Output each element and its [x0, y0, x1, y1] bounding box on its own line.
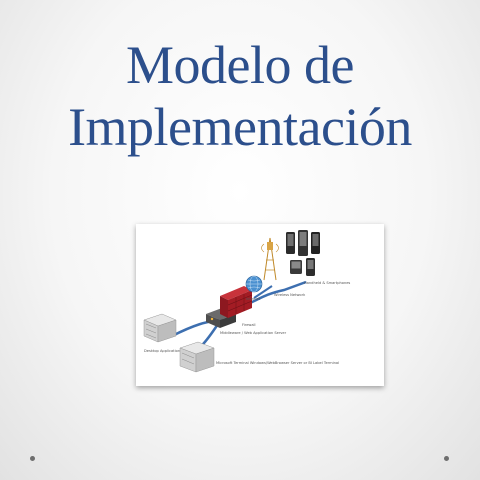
desktop-servers-label: Desktop Application Servers	[144, 349, 195, 353]
title-line-2: Implementación	[68, 97, 412, 157]
terminal-servers-label: Microsoft Terminal Windows/WebBrowser Se…	[216, 361, 339, 365]
internet-globe-icon	[245, 275, 263, 293]
slide-title: Modelo de Implementación	[0, 34, 480, 158]
internet-label: Internet	[246, 297, 261, 301]
nav-dot-left[interactable]	[30, 456, 35, 461]
wireless-label: Wireless Network	[274, 293, 306, 297]
deployment-diagram: Desktop Application Servers Microsoft Te…	[136, 224, 384, 386]
terminal-servers-icon	[179, 341, 215, 373]
middleware-label: Middleware / Web Application Server	[220, 331, 287, 335]
handhelds-label: Handheld & Smartphones	[304, 281, 350, 285]
network-cable	[253, 285, 273, 299]
firewall-icon	[220, 286, 253, 318]
handheld-devices-icon	[286, 230, 320, 276]
wireless-tower-icon	[261, 237, 279, 281]
nav-dot-right[interactable]	[444, 456, 449, 461]
title-line-1: Modelo de	[126, 35, 354, 95]
firewall-label: Firewall	[242, 323, 256, 327]
desktop-servers-icon	[143, 313, 177, 343]
